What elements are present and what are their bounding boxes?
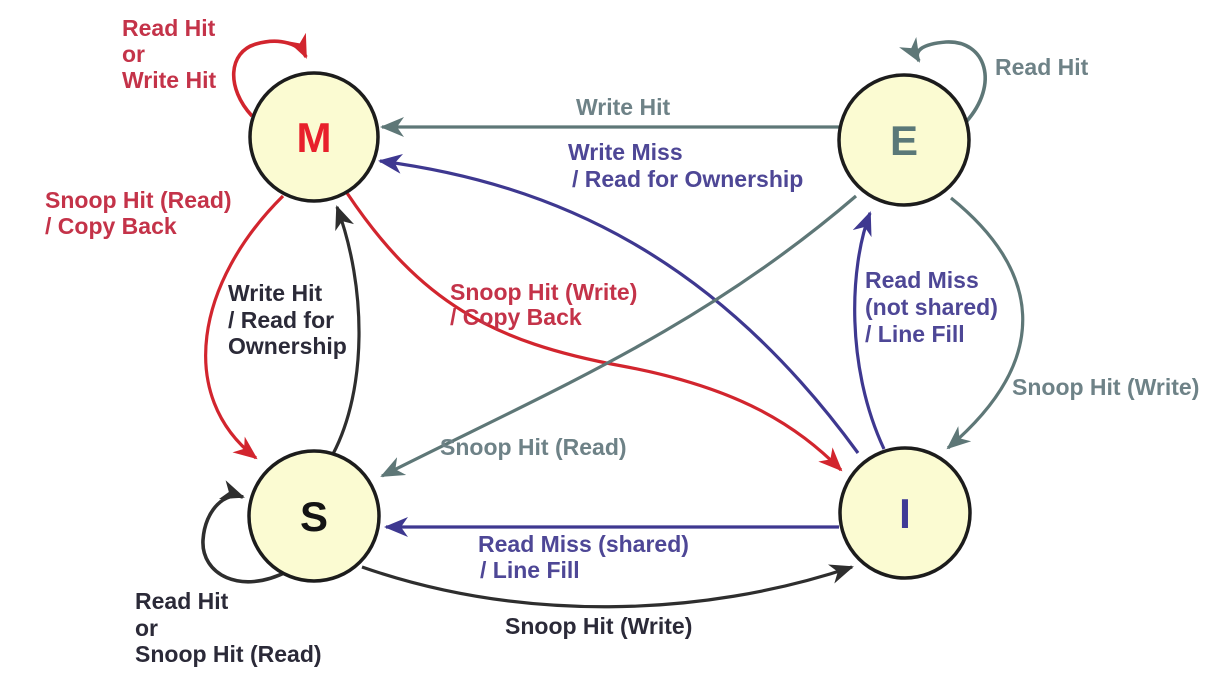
label-line: / Read for	[228, 307, 334, 333]
transition-e-to-e-arrow	[899, 36, 987, 124]
label-line: / Copy Back	[45, 213, 177, 239]
transition-i-to-m-arrow	[378, 153, 860, 454]
state-i-letter: I	[899, 490, 911, 537]
state-m-node	[248, 71, 380, 203]
label-line: / Line Fill	[480, 557, 580, 583]
label-line: or	[135, 615, 158, 641]
label-line: (not shared)	[865, 294, 998, 320]
state-s-node	[247, 449, 381, 583]
transition-m-to-i-label: Snoop Hit (Write) / Copy Back	[450, 279, 644, 330]
transition-i-to-e-label: Read Miss (not shared) / Line Fill	[865, 267, 1004, 347]
transition-m-to-s-label: Snoop Hit (Read) / Copy Back	[45, 187, 238, 239]
transition-m-to-m-arrow	[231, 32, 308, 118]
label-line: Snoop Hit (Read)	[440, 434, 627, 460]
label-line: Snoop Hit (Read)	[135, 641, 322, 667]
transition-s-to-i-arrow	[361, 564, 854, 609]
label-line: Write Hit	[228, 280, 322, 306]
transition-e-to-e-label: Read Hit	[995, 54, 1089, 80]
transition-i-to-e-arrow	[852, 211, 886, 450]
label-line: Read Miss (shared)	[478, 531, 689, 557]
label-line: / Line Fill	[865, 321, 965, 347]
transition-i-to-m-label: Write Miss / Read for Ownership	[568, 139, 803, 192]
transition-e-to-i-arrow	[946, 196, 1025, 450]
label-line: Write Miss	[568, 139, 683, 165]
transition-m-to-m-label: Read Hit or Write Hit	[122, 15, 222, 93]
transition-i-to-s-label: Read Miss (shared) / Line Fill	[478, 531, 695, 583]
transition-m-to-s-arrow	[204, 194, 285, 460]
label-line: / Read for Ownership	[572, 166, 803, 192]
label-line: Read Miss	[865, 267, 979, 293]
transition-s-to-s-label: Read Hit or Snoop Hit (Read)	[135, 588, 322, 667]
state-m-letter: M	[297, 114, 332, 161]
label-line: Read Hit	[135, 588, 229, 614]
transition-s-to-m-label: Write Hit / Read for Ownership	[228, 280, 347, 359]
label-line: Read Hit	[995, 54, 1089, 80]
label-line: Ownership	[228, 333, 347, 359]
state-e-letter: E	[890, 117, 918, 164]
label-line: Snoop Hit (Write)	[505, 613, 692, 639]
state-i-node	[838, 446, 972, 580]
transition-e-to-i-label: Snoop Hit (Write)	[1012, 374, 1199, 400]
transition-s-to-s-arrow	[201, 480, 289, 584]
state-e-node	[837, 73, 971, 207]
label-line: / Copy Back	[450, 304, 582, 330]
transition-s-to-m-arrow	[331, 205, 361, 455]
transition-e-to-m-label: Write Hit	[576, 94, 670, 120]
label-line: Write Hit	[576, 94, 670, 120]
transition-m-to-i-arrow	[345, 192, 843, 472]
label-line: Snoop Hit (Write)	[1012, 374, 1199, 400]
label-line: or	[122, 41, 145, 67]
state-s-letter: S	[300, 493, 328, 540]
transition-e-to-s-label: Snoop Hit (Read)	[440, 434, 627, 460]
label-line: Snoop Hit (Read)	[45, 187, 232, 213]
label-line: Write Hit	[122, 67, 216, 93]
transition-e-to-s-arrow	[380, 194, 858, 478]
label-line: Read Hit	[122, 15, 216, 41]
transition-s-to-i-label: Snoop Hit (Write)	[505, 613, 692, 639]
label-line: Snoop Hit (Write)	[450, 279, 637, 305]
